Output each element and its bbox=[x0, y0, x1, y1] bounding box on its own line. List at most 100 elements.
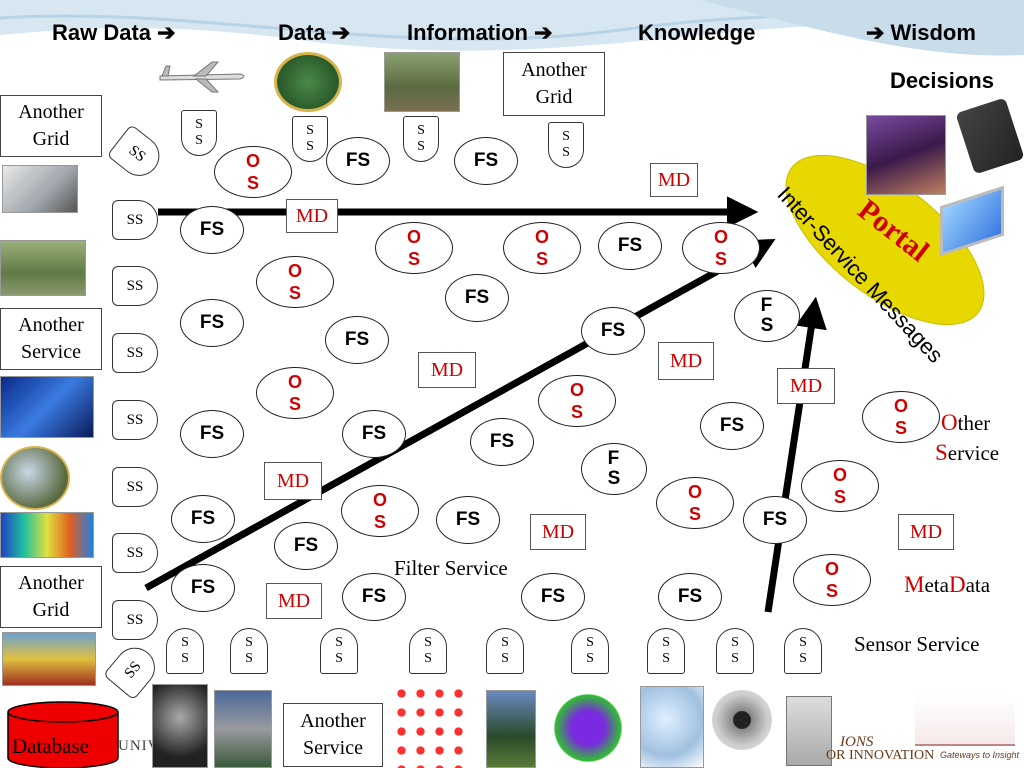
observatory-image bbox=[214, 690, 272, 768]
fs-node: FS bbox=[743, 496, 807, 544]
detector-image bbox=[2, 632, 96, 686]
legend-metadata: MetaData bbox=[904, 572, 991, 597]
telescope-image-1 bbox=[152, 684, 208, 768]
legend-other: Other bbox=[941, 410, 991, 435]
database-cylinder bbox=[7, 701, 119, 768]
lattice-image bbox=[392, 684, 468, 768]
ss-left-7: SS bbox=[112, 600, 158, 640]
md-box: MD bbox=[898, 514, 954, 550]
header-decisions: Decisions bbox=[890, 68, 994, 93]
fs-node: FS bbox=[180, 299, 244, 347]
field-instrument-image bbox=[384, 52, 460, 112]
fs-node: FS bbox=[445, 274, 509, 322]
fs-node: FS bbox=[325, 316, 389, 364]
pda-device-image bbox=[2, 165, 78, 213]
fs-node: FS bbox=[454, 137, 518, 185]
database-label: Database bbox=[12, 734, 89, 758]
filter-service-label: Filter Service bbox=[394, 556, 508, 580]
md-box: MD bbox=[264, 462, 322, 500]
crystals-image bbox=[640, 686, 704, 768]
tablet-image bbox=[955, 97, 1024, 175]
another-grid-box-bottom-left: Another Grid bbox=[0, 566, 102, 628]
fs-node: FS bbox=[658, 573, 722, 621]
fs-node: FS bbox=[581, 307, 645, 355]
md-box: MD bbox=[530, 514, 586, 550]
sensor-service-label: Sensor Service bbox=[854, 632, 980, 656]
header-information: Information ➔ bbox=[407, 20, 553, 45]
another-grid-box-top: Another Grid bbox=[503, 52, 605, 116]
md-box: MD bbox=[777, 368, 835, 404]
fs-node: FS bbox=[326, 137, 390, 185]
ss-left-1: SS bbox=[112, 200, 158, 240]
ss-left-5: SS bbox=[112, 467, 158, 507]
person-image bbox=[866, 115, 946, 195]
kiosk-image bbox=[786, 696, 832, 766]
md-box: MD bbox=[658, 342, 714, 380]
laptop-image bbox=[940, 185, 1004, 257]
fs-node: FS bbox=[700, 402, 764, 450]
footer-univ-text: UNIV bbox=[118, 738, 160, 754]
fs-node: FS bbox=[180, 206, 244, 254]
legend-service: Service bbox=[935, 440, 1000, 465]
usa-map-badge bbox=[274, 52, 342, 112]
heatmap-image bbox=[0, 512, 94, 558]
another-grid-box-top-left: Another Grid bbox=[0, 95, 102, 157]
ss-corner-top: SS bbox=[106, 124, 168, 184]
another-service-box-bottom: Another Service bbox=[283, 703, 383, 767]
fs-node: FS bbox=[598, 222, 662, 270]
header-knowledge: Knowledge bbox=[638, 20, 756, 45]
fs-node: FS bbox=[470, 418, 534, 466]
fs-node: FS bbox=[436, 496, 500, 544]
header-data: Data ➔ bbox=[278, 20, 351, 45]
fs-node: FS bbox=[274, 522, 338, 570]
footer-gateways-text: Gateways to Insight bbox=[940, 750, 1020, 760]
ss-left-6: SS bbox=[112, 533, 158, 573]
fs-node: FS bbox=[171, 564, 235, 612]
md-box: MD bbox=[266, 583, 322, 619]
webcam-image bbox=[712, 690, 772, 750]
footer-building-graphic bbox=[915, 694, 1015, 746]
fs-node: FS bbox=[521, 573, 585, 621]
grid-array-image bbox=[0, 376, 94, 438]
footer-innov-text-2: OR INNOVATION bbox=[826, 748, 935, 763]
satellite-badge-image bbox=[0, 446, 70, 510]
another-service-box-left: Another Service bbox=[0, 308, 102, 370]
header-raw-data: Raw Data ➔ bbox=[52, 20, 176, 45]
md-box: MD bbox=[650, 163, 698, 197]
fs-node: FS bbox=[171, 495, 235, 543]
ss-left-4: SS bbox=[112, 400, 158, 440]
header-wisdom: ➔ Wisdom bbox=[866, 20, 976, 45]
ss-left-2: SS bbox=[112, 266, 158, 306]
field-sensor-image bbox=[0, 240, 86, 296]
fs-node: FS bbox=[342, 573, 406, 621]
md-box: MD bbox=[286, 199, 338, 233]
md-box: MD bbox=[418, 352, 476, 388]
airplane-image bbox=[159, 61, 245, 93]
fs-node: FS bbox=[180, 410, 244, 458]
